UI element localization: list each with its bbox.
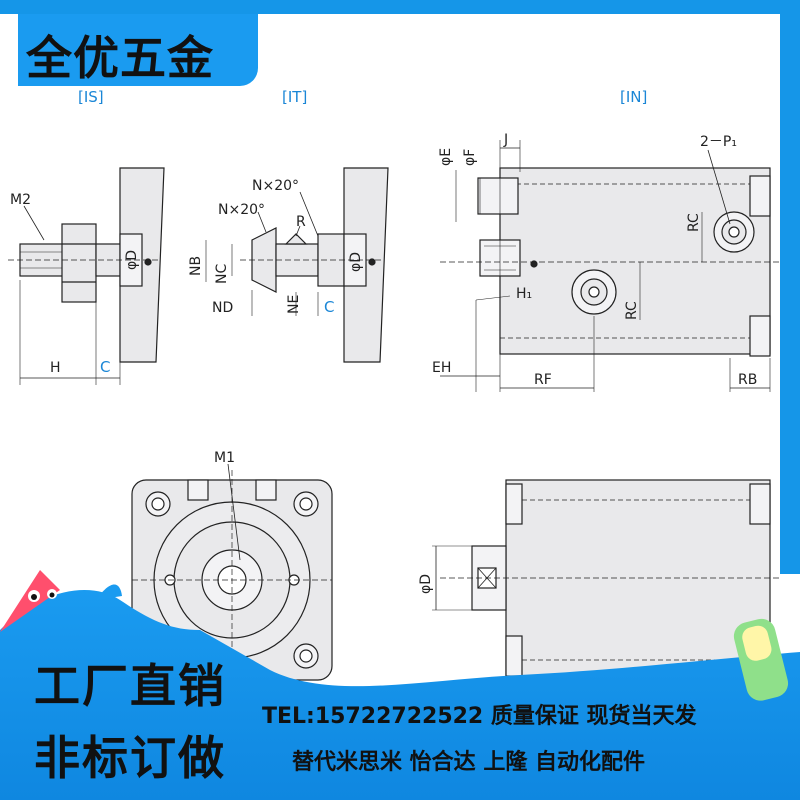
label-n20-top: N×20° [252, 178, 299, 194]
label-ne: NE [286, 295, 302, 314]
label-nc: NC [214, 264, 230, 284]
in-view [440, 140, 780, 392]
slogan-factory-direct: 工厂直销 [34, 659, 226, 713]
label-h1: H₁ [516, 286, 532, 302]
right-band [780, 14, 800, 574]
it-view [205, 167, 389, 363]
label-eh: EH [432, 360, 451, 376]
brand-replacement-info: 替代米思米 怡合达 上隆 自动化配件 [292, 750, 645, 775]
view-label-in: [IN] [620, 88, 647, 106]
promo-band [0, 570, 800, 800]
view-label-is: [IS] [78, 88, 104, 106]
label-m2: M2 [10, 192, 31, 208]
brand-header [18, 14, 258, 86]
contact-info: TEL:15722722522 质量保证 现货当天发 [262, 704, 697, 729]
label-rf: RF [534, 372, 552, 388]
mascot-fin [0, 570, 60, 632]
label-c-it: C [324, 298, 334, 316]
label-r: R [296, 214, 306, 230]
label-phi-d-is: φD [124, 250, 140, 270]
label-rc-bottom: RC [624, 301, 640, 320]
label-phi-d-it: φD [348, 252, 364, 272]
label-n20-mid: N×20° [218, 202, 265, 218]
label-phi-e: φE [438, 148, 454, 166]
top-band [0, 0, 800, 14]
label-phi-d-side: φD [418, 574, 434, 594]
label-phi-f: φF [462, 149, 478, 166]
label-rc-top: RC [686, 213, 702, 232]
label-rb: RB [738, 372, 757, 388]
slogan-custom-order: 非标订做 [34, 731, 226, 785]
label-p1: 2－P₁ [700, 134, 737, 150]
label-j: J [503, 132, 508, 148]
view-label-it: [IT] [282, 88, 307, 106]
label-c-is: C [100, 358, 110, 376]
technical-drawing: [IS] [IT] [IN] M2 H C φD [8, 88, 780, 690]
side-view [432, 479, 780, 681]
label-nb: NB [188, 256, 204, 276]
label-nd: ND [212, 300, 233, 316]
label-m1: M1 [214, 450, 235, 466]
brand-name: 全优五金 [26, 31, 214, 85]
label-h: H [50, 360, 61, 376]
is-view [8, 167, 165, 385]
